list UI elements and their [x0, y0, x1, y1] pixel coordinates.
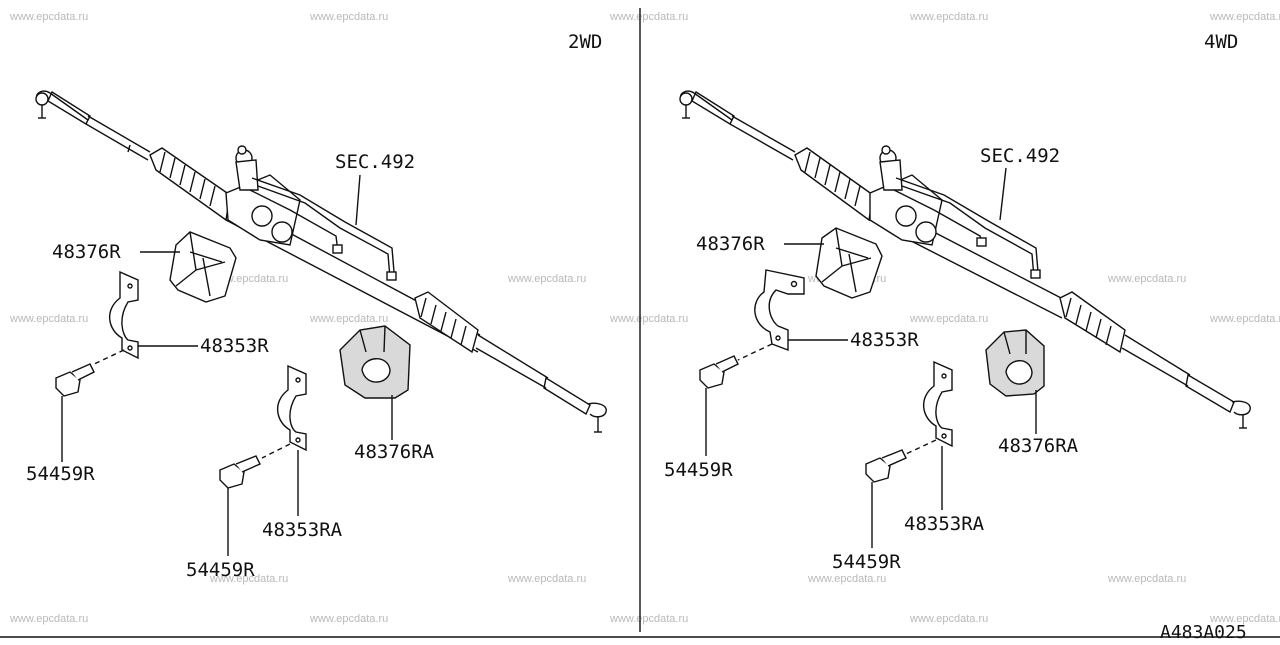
diagram-code: A483A025 [1160, 622, 1247, 640]
clamp-48353ra: 48353RA [904, 360, 985, 535]
panel-2wd: 2WD [26, 31, 607, 581]
bolt-54459r-2: 54459R [186, 455, 261, 581]
watermark: www.epcdata.ru [9, 11, 88, 23]
part-label: 48353RA [262, 519, 343, 541]
part-label: 48376R [696, 233, 765, 255]
watermark: www.epcdata.ru [1209, 613, 1280, 625]
watermark: www.epcdata.ru [909, 11, 988, 23]
part-label: 48376RA [354, 441, 435, 463]
part-label: 48376R [52, 241, 121, 263]
part-label: 48353RA [904, 513, 985, 535]
part-label: 48376RA [998, 435, 1079, 457]
watermark: www.epcdata.ru [609, 11, 688, 23]
section-ref: SEC.492 [980, 145, 1060, 167]
insulator-48376ra: 48376RA [339, 325, 435, 463]
watermark: www.epcdata.ru [807, 573, 886, 585]
steering-rack-assembly: SEC.492 [35, 90, 607, 433]
watermark: www.epcdata.ru [609, 313, 688, 325]
insulator-48376ra: 48376RA [985, 329, 1079, 457]
part-label: 54459R [832, 551, 901, 573]
part-label: 48353R [200, 335, 269, 357]
clamp-48353r: 48353R [91, 270, 269, 366]
panel-title: 4WD [1204, 31, 1238, 53]
watermark: www.epcdata.ru [309, 313, 388, 325]
part-label: 54459R [664, 459, 733, 481]
watermark: www.epcdata.ru [609, 613, 688, 625]
watermark: www.epcdata.ru [909, 613, 988, 625]
watermark: www.epcdata.ru [9, 313, 88, 325]
clamp-48353r: 48353R [737, 269, 919, 361]
clamp-48353ra: 48353RA [261, 364, 343, 541]
bolt-54459r: 54459R [664, 355, 739, 481]
steering-rack-assembly: SEC.492 [679, 90, 1251, 429]
insulator-48376r: 48376R [696, 227, 883, 299]
panel-title: 2WD [568, 31, 602, 53]
bolt-54459r: 54459R [26, 363, 95, 485]
watermark: www.epcdata.ru [1107, 573, 1186, 585]
part-label: 54459R [26, 463, 95, 485]
bolt-54459r-2: 54459R [832, 449, 907, 573]
watermark: www.epcdata.ru [1107, 273, 1186, 285]
part-label: 48353R [850, 329, 919, 351]
insulator-48376r: 48376R [52, 231, 237, 303]
watermark: www.epcdata.ru [1209, 11, 1280, 23]
watermark: www.epcdata.ru [309, 613, 388, 625]
section-ref: SEC.492 [335, 151, 415, 173]
watermark: www.epcdata.ru [9, 613, 88, 625]
part-label: 54459R [186, 559, 255, 581]
watermark: www.epcdata.ru [507, 273, 586, 285]
watermark: www.epcdata.ru [507, 573, 586, 585]
watermark: www.epcdata.ru [909, 313, 988, 325]
watermark: www.epcdata.ru [209, 573, 288, 585]
panel-4wd: 4WD SE [664, 31, 1251, 573]
watermark: www.epcdata.ru [1209, 313, 1280, 325]
watermark: www.epcdata.ru [309, 11, 388, 23]
